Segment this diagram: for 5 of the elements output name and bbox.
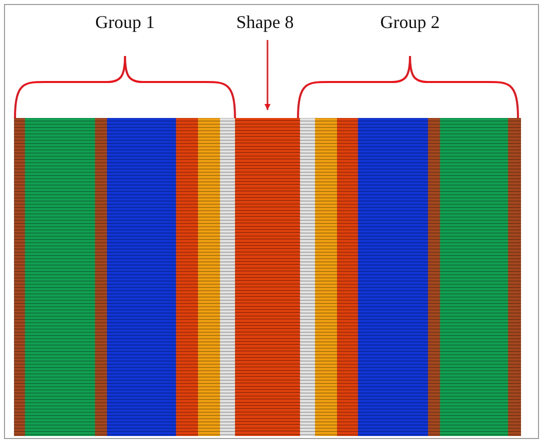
shape-label: Shape 8 bbox=[236, 12, 294, 32]
group-label: Group 2 bbox=[380, 12, 440, 32]
group-label: Group 1 bbox=[95, 12, 155, 32]
arrow bbox=[264, 40, 270, 110]
highlighted-band bbox=[235, 118, 300, 436]
